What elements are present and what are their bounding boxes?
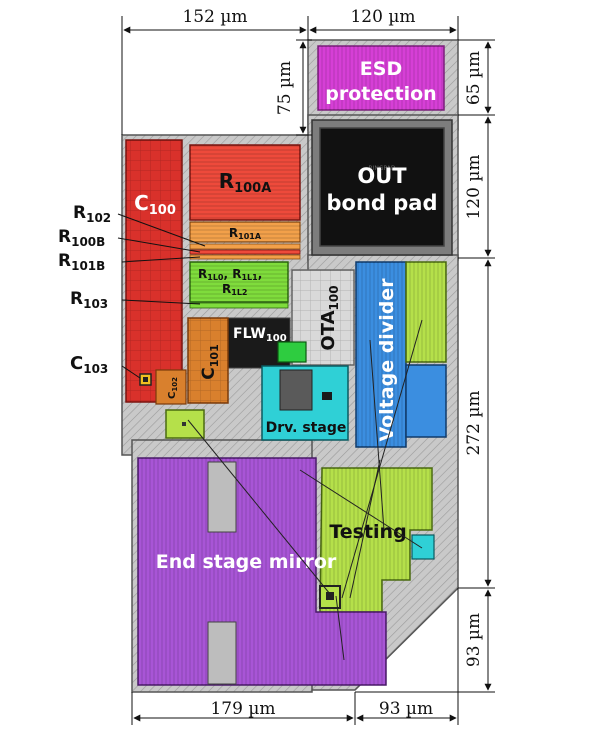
esd-protection-block: ESD protection	[317, 45, 445, 111]
small-green-inner	[182, 422, 186, 426]
svg-text:R100B: R100B	[58, 227, 105, 249]
dim-right-bottom: 93 µm	[464, 613, 484, 667]
side-label-r103: R103	[70, 289, 201, 311]
side-label-r101b: R101B	[58, 251, 201, 273]
c100-label: C100	[134, 191, 176, 218]
c103-block	[139, 373, 152, 386]
end-stage-mirror-block: End stage mirror	[137, 457, 387, 686]
esd-label-line1: ESD	[360, 58, 402, 80]
out-pad-label-line2: bond pad	[327, 191, 438, 215]
r1l-label-line1: R1L0, R1L1,	[198, 267, 262, 282]
side-label-c103: C103	[70, 353, 141, 379]
flw100-label: FLW100	[233, 326, 287, 344]
dim-right-pad: 120 µm	[464, 154, 484, 219]
c102-label: C102	[167, 377, 179, 399]
drv-stage-block: Drv. stage	[261, 365, 349, 441]
testing-label: Testing	[329, 521, 406, 543]
end-stage-mirror-label: End stage mirror	[156, 551, 337, 573]
side-label-r100b: R100B	[58, 227, 201, 253]
esd-label-line2: protection	[325, 83, 436, 105]
r103-strip	[189, 302, 289, 309]
ota100-block: OTA100	[291, 269, 355, 366]
dim-right-mid: 272 µm	[464, 390, 484, 455]
r101a-label: R101A	[229, 226, 262, 241]
svg-text:R103: R103	[70, 289, 108, 311]
connection-lines	[187, 319, 423, 661]
svg-text:R101B: R101B	[58, 251, 105, 273]
r1l-label-line2: R1L2	[222, 282, 247, 297]
thin-resistor-strips	[189, 243, 301, 260]
dim-left-75: 75 µm	[275, 61, 295, 115]
c102-block: C102	[155, 369, 187, 405]
dimension-lines	[121, 16, 495, 725]
flw100-block: FLW100	[227, 317, 307, 369]
dim-bottom-right: 93 µm	[379, 699, 433, 719]
svg-text:R102: R102	[73, 203, 111, 225]
out-bond-pad-block: RINGPAD OUT bond pad	[311, 119, 453, 256]
c101-label: C101	[199, 344, 221, 379]
side-label-r102: R102	[73, 203, 206, 247]
c100-block: C100	[125, 139, 183, 403]
drv-stage-label: Drv. stage	[266, 420, 347, 436]
ota100-label: OTA100	[318, 285, 341, 350]
dim-top-right: 120 µm	[350, 7, 415, 27]
r100a-block: R100A	[189, 144, 301, 221]
voltage-divider-block: Voltage divider	[355, 261, 447, 448]
dim-right-esd: 65 µm	[464, 51, 484, 105]
r1l-block: R1L0, R1L1, R1L2	[189, 261, 289, 303]
svg-text:C103: C103	[70, 353, 108, 376]
c101-block: C101	[187, 317, 229, 404]
pad-tiny-label: RINGPAD	[368, 165, 395, 172]
out-pad-label-line1: OUT	[357, 164, 407, 188]
voltage-divider-label: Voltage divider	[376, 278, 398, 442]
dimension-labels: 152 µm 120 µm 75 µm 65 µm 120 µm 272 µm …	[182, 7, 484, 719]
dim-top-left: 152 µm	[182, 7, 247, 27]
r100a-label: R100A	[219, 169, 272, 196]
r101a-block: R101A	[189, 221, 301, 243]
dim-bottom-left: 179 µm	[210, 699, 275, 719]
